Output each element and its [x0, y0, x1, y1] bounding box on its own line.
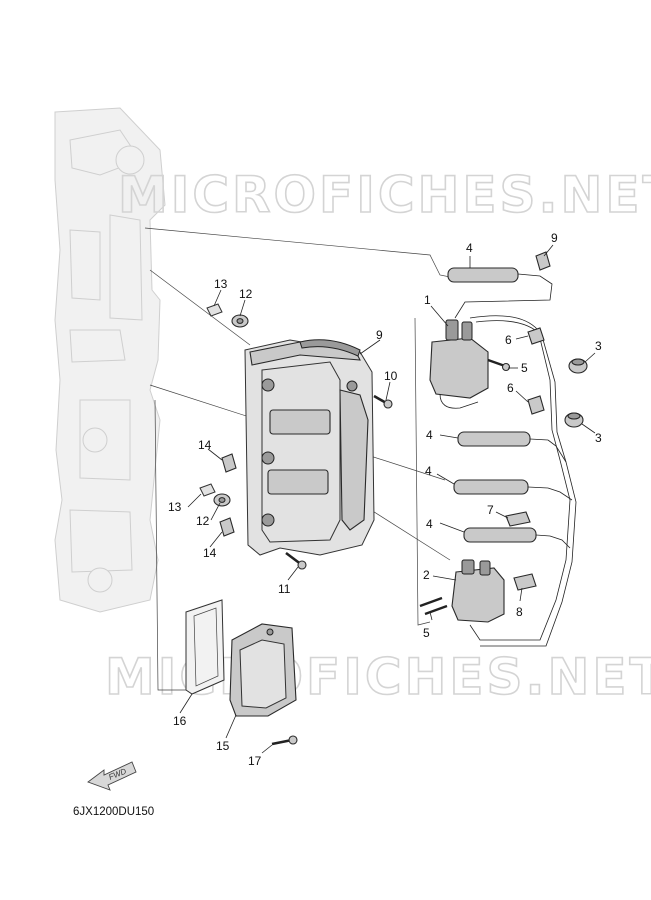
fwd-arrow-icon: FWD: [87, 761, 137, 791]
ignition-coil-1: [429, 319, 489, 409]
callout-9a: 14: [198, 438, 212, 452]
spark-plug-cap-4d: [463, 527, 551, 543]
bolt-5-bottom: [419, 596, 448, 616]
callout-13a: 12: [239, 287, 253, 301]
callout-10: 9: [551, 231, 558, 245]
bolt-12-top: [373, 394, 393, 409]
callout-5a: 5: [521, 361, 528, 375]
collar-14-bottom: [199, 483, 216, 497]
callout-1: 1: [424, 293, 431, 307]
clamp-6-bottom: [527, 395, 545, 415]
callout-6b: 6: [507, 381, 514, 395]
damper-3-top: [568, 358, 588, 374]
engine-block: [54, 107, 166, 613]
clamp-8: [513, 573, 537, 591]
ignition-coil-2: [451, 559, 505, 623]
damper-3-bottom: [564, 412, 584, 428]
callout-17: 17: [248, 754, 262, 768]
spark-plug-cap-4c: [453, 479, 549, 495]
callout-3b: 3: [595, 431, 602, 445]
watermark-top: MICROFICHES.NET: [118, 166, 651, 224]
callout-12b: 11: [278, 582, 291, 596]
callout-7: 7: [487, 503, 494, 517]
callout-4a: 4: [466, 241, 473, 255]
gasket-16: [185, 599, 225, 695]
callout-2: 2: [423, 568, 430, 582]
callout-leaders: [179, 244, 596, 754]
clamp-6-top: [527, 327, 545, 345]
ignition-bracket: [244, 339, 375, 556]
reference-code: 6JX1200DU150: [73, 806, 154, 818]
callouts: 1 2 3 3 4 4 4 4 5 5 6 6 7 8 9 9 10 11 12…: [168, 231, 602, 768]
grommet-13-top: [231, 314, 249, 328]
clip-10: [535, 251, 551, 271]
callout-6a: 6: [505, 333, 512, 347]
callout-4c: 4: [425, 464, 432, 478]
cover-15: [229, 623, 297, 717]
callout-12a: 10: [384, 369, 398, 383]
callout-3a: 3: [595, 339, 602, 353]
spark-plug-cap-4a: [447, 267, 553, 319]
callout-4b: 4: [426, 428, 433, 442]
callout-13b: 12: [196, 514, 210, 528]
bolt-5-top: [487, 358, 511, 372]
callout-14b: 13: [168, 500, 182, 514]
clip-9-top: [221, 453, 237, 473]
grommet-13-bottom: [213, 493, 231, 507]
callout-4d: 4: [426, 517, 433, 531]
clip-9-bottom: [219, 517, 235, 537]
bolt-12-bottom: [285, 551, 307, 570]
callout-9b: 14: [203, 546, 217, 560]
spark-plug-cap-4b: [457, 431, 549, 447]
clamp-7: [505, 511, 531, 527]
callout-15: 15: [216, 739, 230, 753]
bolt-17: [271, 735, 298, 746]
callout-16: 16: [173, 714, 187, 728]
callout-8: 8: [516, 605, 523, 619]
callout-11: 9: [376, 328, 383, 342]
callout-5b: 5: [423, 626, 430, 640]
callout-14a: 13: [214, 277, 228, 291]
